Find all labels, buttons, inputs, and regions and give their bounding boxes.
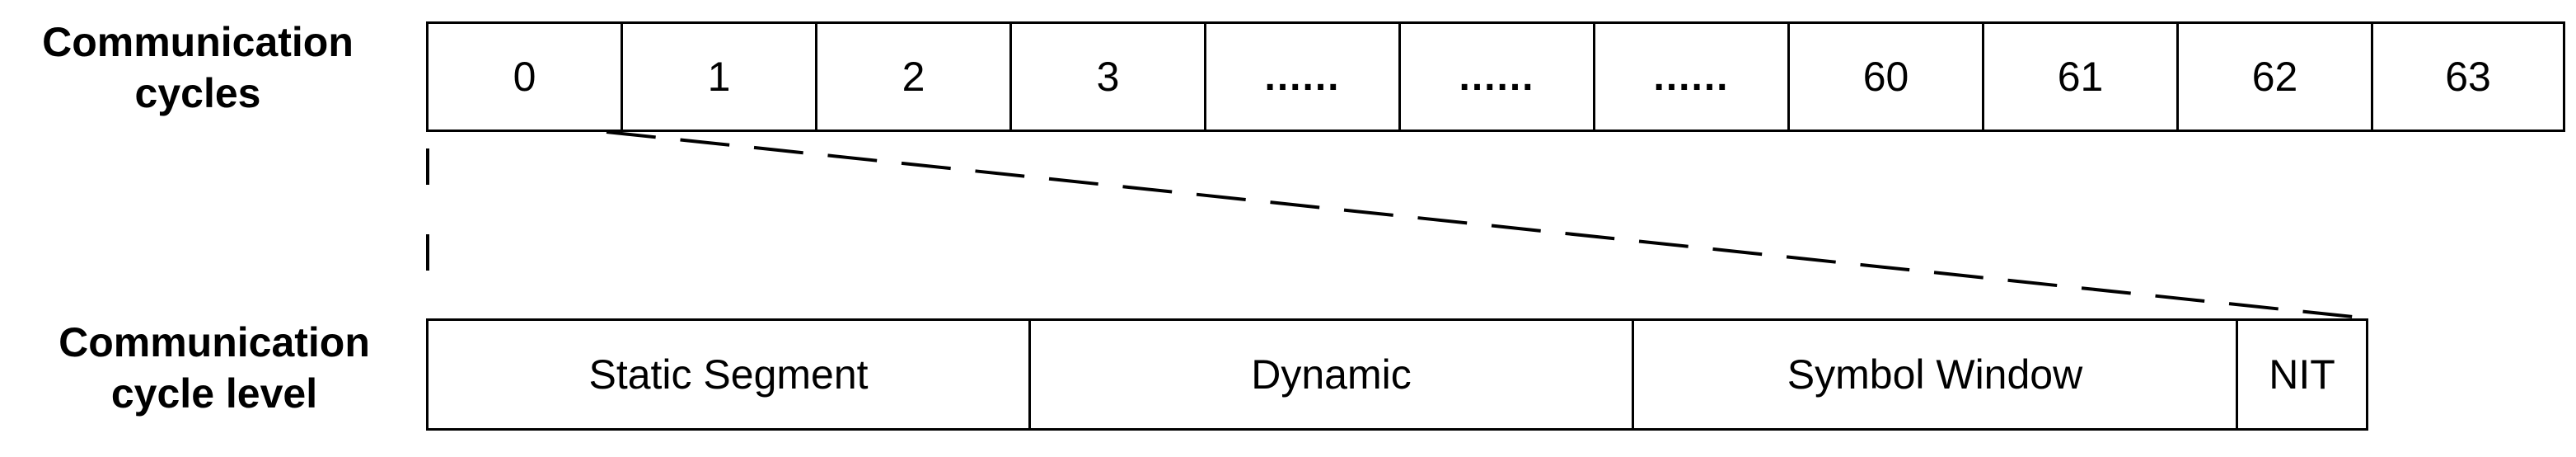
label-line-1: Communication (42, 19, 354, 65)
label-line-1: Communication (59, 319, 370, 365)
cycle-cell: 62 (2179, 24, 2373, 130)
label-line-2: cycles (134, 70, 261, 116)
cycle-segments-row: Static Segment Dynamic Symbol Window NIT (426, 318, 2368, 431)
label-line-2: cycle level (110, 370, 318, 417)
ellipsis-cell: ...... (1401, 24, 1595, 130)
cycle-cell: 0 (429, 24, 623, 130)
nit-cell: NIT (2269, 351, 2335, 398)
static-segment-cell: Static Segment (429, 321, 1031, 428)
cycle-cell: 61 (1984, 24, 2179, 130)
communication-cycle-level-label: Communication cycle level (16, 317, 412, 419)
cycle-cell: 2 (817, 24, 1012, 130)
cycles-row: 0 1 2 3 ...... ...... ...... 60 61 62 63 (426, 21, 2565, 132)
symbol-window-cell: Symbol Window (1634, 321, 2238, 428)
cycle-cell: 60 (1790, 24, 1984, 130)
dynamic-segment-cell: Dynamic (1031, 321, 1634, 428)
cycle-cell: 63 (2445, 54, 2491, 100)
dashed-diagonal-line (606, 130, 2369, 320)
communication-cycles-label: Communication cycles (0, 16, 396, 119)
cycle-cell: 3 (1012, 24, 1206, 130)
ellipsis-cell: ...... (1206, 24, 1401, 130)
cycle-cell: 1 (623, 24, 817, 130)
ellipsis-cell: ...... (1595, 24, 1790, 130)
